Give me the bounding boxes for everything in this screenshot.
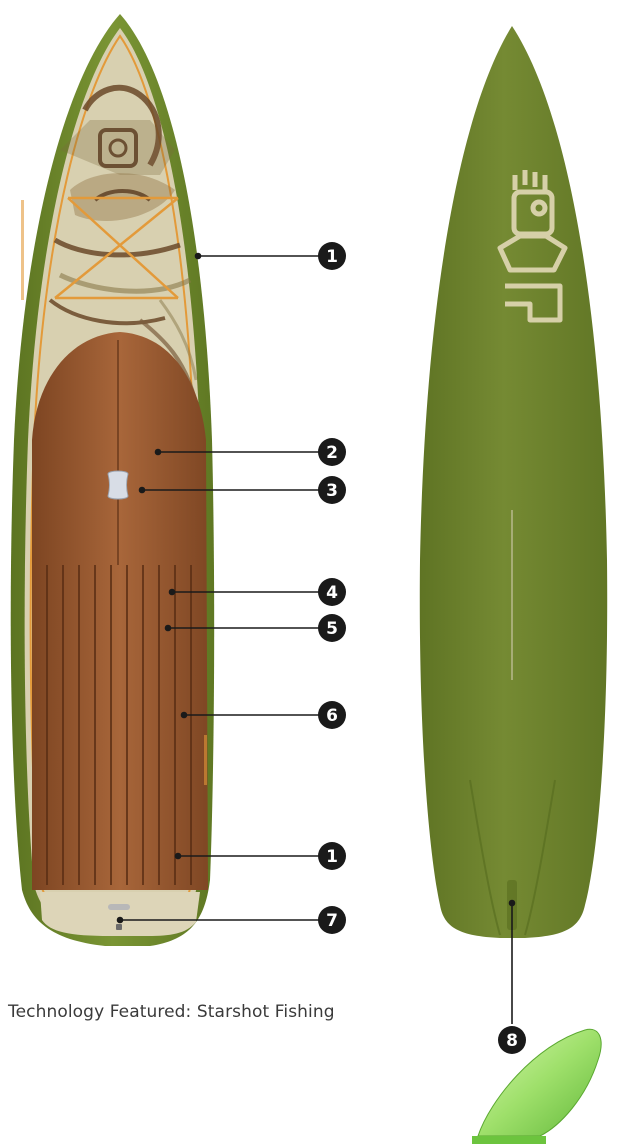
marker-8: 8 <box>498 1026 526 1054</box>
marker-7: 7 <box>318 906 346 934</box>
deck-view-board <box>11 14 214 946</box>
marker-label: 6 <box>326 706 338 726</box>
bottom-view-board <box>420 26 607 938</box>
traction-pad <box>32 332 208 890</box>
carry-handle <box>108 471 128 499</box>
rail-accent-left <box>21 200 24 300</box>
marker-label: 8 <box>506 1031 518 1051</box>
marker-1-top: 1 <box>318 242 346 270</box>
fin-illustration <box>478 1029 601 1136</box>
marker-5: 5 <box>318 614 346 642</box>
marker-label: 1 <box>326 847 338 867</box>
marker-label: 7 <box>326 911 338 931</box>
marker-label: 1 <box>326 247 338 267</box>
rail-accent-right <box>204 735 207 785</box>
technology-caption: Technology Featured: Starshot Fishing <box>8 1002 335 1022</box>
leash-plug <box>116 924 122 930</box>
marker-6: 6 <box>318 701 346 729</box>
marker-4: 4 <box>318 578 346 606</box>
marker-2: 2 <box>318 438 346 466</box>
marker-label: 5 <box>326 619 338 639</box>
marker-label: 3 <box>326 481 338 501</box>
fin-base <box>472 1136 546 1144</box>
marker-3: 3 <box>318 476 346 504</box>
marker-label: 2 <box>326 443 338 463</box>
marker-label: 4 <box>326 583 338 603</box>
tail-bungee-plug <box>108 904 130 910</box>
bottom-hull <box>420 26 607 938</box>
marker-1-bottom: 1 <box>318 842 346 870</box>
